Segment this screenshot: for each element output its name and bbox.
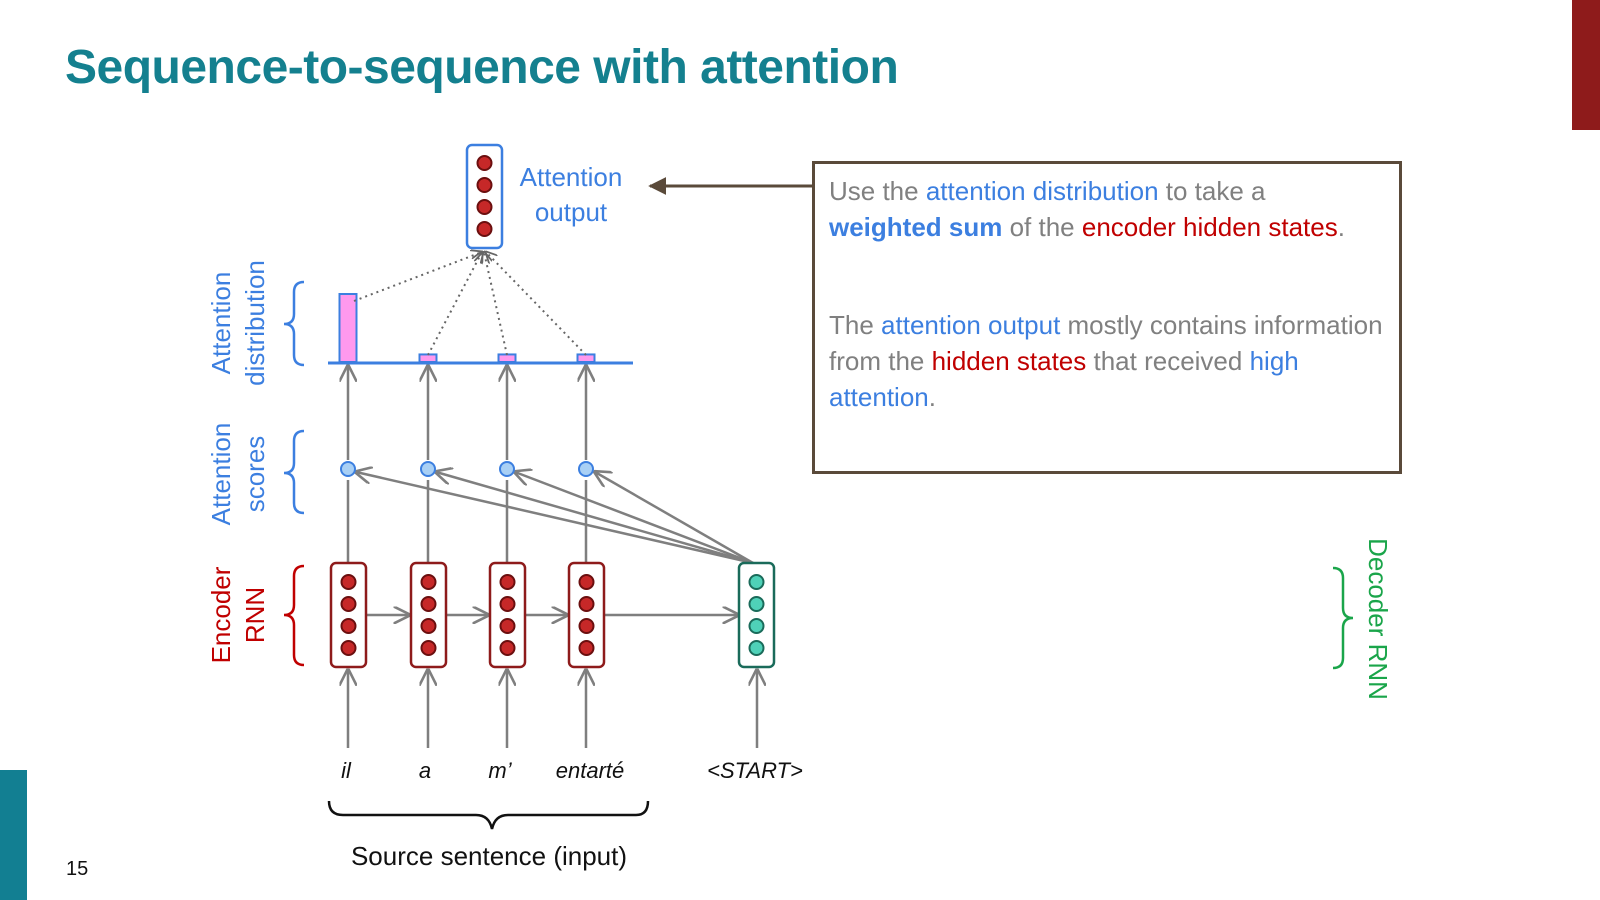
encoder-cell [329,561,368,669]
score-dot [340,461,356,477]
brace-encoder-rnn [283,564,305,667]
decoder-rnn-label: Decoder RNN [1363,538,1393,700]
attention-distribution [328,293,633,365]
source-word: entarté [556,758,625,783]
decoder-to-score-arrows [356,472,754,565]
encoder-to-score-arrows [346,480,588,563]
decoder-cell [737,561,776,669]
encoder-cell [488,561,527,669]
accent-bar-top-right [1572,0,1600,130]
attention-output-label-1: Attention [520,162,623,192]
attention-scores [340,461,594,477]
explanation-paragraph-1: Use the attention distribution to take a… [829,176,1345,242]
attention-distribution-label-1: Attention [206,272,236,375]
score-dot [578,461,594,477]
encoder-cells [329,561,606,669]
attention-bar [576,353,596,364]
source-word: a [419,758,431,783]
attention-output-vector [465,143,504,250]
encoder-cell [567,561,606,669]
score-dot [420,461,436,477]
attention-scores-label-1: Attention [206,423,236,526]
brace-source-sentence [327,800,650,830]
score-dot [499,461,515,477]
brace-attention-scores [283,429,305,515]
attention-distribution-label-2: distribution [240,260,270,386]
encoder-rnn-label-2: RNN [240,587,270,643]
score-to-distribution-arrows [348,366,586,460]
attention-bar [338,293,358,363]
attention-bar [497,353,517,364]
attention-output-label-2: output [535,197,608,227]
page-number: 15 [66,858,89,880]
decoder-input-word: <START> [707,758,803,783]
encoder-cell [409,561,448,669]
attention-scores-label-2: scores [240,436,270,513]
explanation-paragraph-2: The attention output mostly contains inf… [829,310,1383,412]
explanation-box: Use the attention distribution to take a… [812,161,1402,474]
source-sentence-label: Source sentence (input) [351,841,627,871]
accent-bar-bottom-left [0,770,27,900]
attention-bar [418,353,438,364]
brace-attention-distribution [283,280,305,367]
source-word: m’ [488,758,512,783]
weighted-sum-lines [353,252,587,356]
encoder-rnn-label-1: Encoder [206,566,236,663]
input-arrows [348,670,757,748]
page-title: Sequence-to-sequence with attention [65,41,899,94]
brace-decoder-rnn [1332,566,1354,670]
source-word: il [341,758,352,783]
